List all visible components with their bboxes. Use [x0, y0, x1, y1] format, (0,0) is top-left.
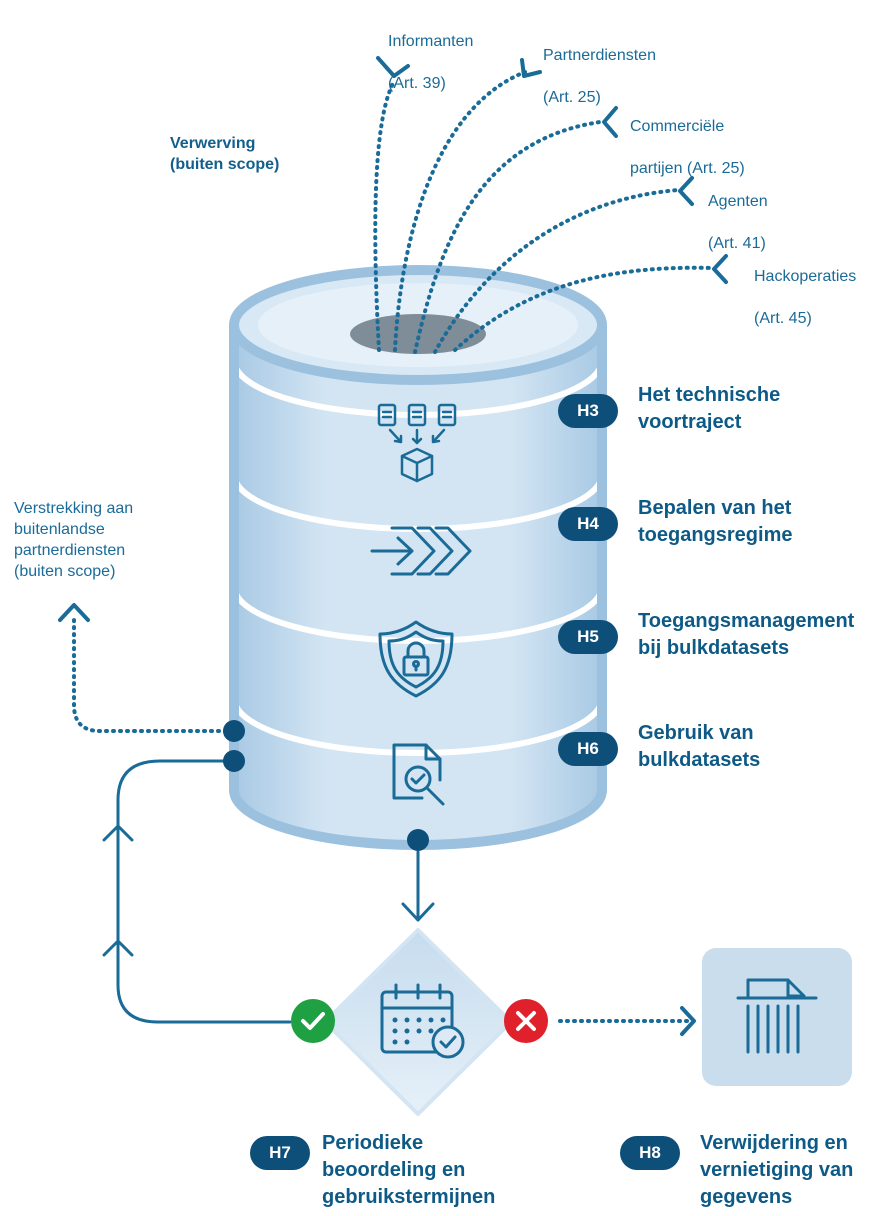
source-partnerdiensten-name: Partnerdiensten — [543, 47, 656, 64]
source-label-hackoperaties: Hackoperaties (Art. 45) — [754, 245, 856, 329]
arrowhead-commerciele — [602, 106, 618, 138]
badge-h3: H3 — [558, 394, 618, 428]
line-partnerdiensten — [393, 70, 527, 352]
arrowhead-partnerdiensten — [520, 58, 542, 78]
source-informanten-article: (Art. 39) — [388, 75, 446, 92]
badge-h6: H6 — [558, 732, 618, 766]
review-arrow — [401, 850, 435, 922]
database-cylinder — [229, 265, 607, 850]
chapter-title-h3: Het technische voortraject — [638, 384, 781, 433]
badge-h4: H4 — [558, 507, 618, 541]
badge-h7: H7 — [250, 1136, 310, 1170]
calendar-check-icon — [380, 983, 465, 1059]
line-hackoperaties — [453, 265, 714, 352]
document-search-icon — [392, 743, 445, 806]
line-commerciele — [413, 120, 602, 354]
source-hackoperaties-name: Hackoperaties — [754, 268, 857, 285]
cylinder-opening — [350, 314, 486, 354]
source-informanten-name: Informanten — [388, 33, 474, 50]
arrowhead-hackoperaties — [712, 254, 728, 284]
arrowhead-informanten — [376, 56, 410, 78]
chapter-title-h4: Bepalen van het toegangsregime — [638, 497, 793, 546]
cylinder-layer-h3 — [231, 359, 605, 418]
deletion-arrow — [558, 1006, 696, 1036]
foreign-partner-label: Verstrekking aan buitenlandse partnerdie… — [14, 500, 134, 580]
source-label-partnerdiensten: Partnerdiensten (Art. 25) — [543, 24, 656, 108]
badge-h8: H8 — [620, 1136, 680, 1170]
foreign-partner-dot — [223, 720, 245, 742]
reject-cross-icon — [504, 999, 548, 1043]
source-commerciele-name: Commerciële — [630, 118, 725, 135]
source-partnerdiensten-article: (Art. 25) — [543, 89, 601, 106]
chapter-title-h5: Toegangsmanagement bij bulkdatasets — [638, 610, 855, 659]
cylinder-layer-h5 — [231, 585, 605, 644]
cylinder-exit-dot — [407, 829, 429, 851]
arrowhead-agenten — [678, 176, 694, 206]
feedback-loop — [102, 759, 292, 1024]
line-agenten — [433, 188, 680, 354]
shield-lock-icon — [378, 620, 454, 698]
source-label-agenten: Agenten (Art. 41) — [708, 170, 768, 254]
access-arrows-icon — [370, 526, 472, 576]
foreign-partner-path — [58, 603, 228, 733]
chapter-title-h6: Gebruik van bulkdatasets — [638, 722, 761, 771]
chapter-title-h7: Periodieke beoordeling en gebruikstermij… — [322, 1132, 496, 1208]
files-to-box-icon — [377, 403, 457, 483]
source-hackoperaties-article: (Art. 45) — [754, 310, 812, 327]
shredder-icon — [736, 978, 818, 1054]
chapter-title-h8: Verwijdering en vernietiging van gegeven… — [700, 1132, 854, 1208]
source-arrowheads — [376, 56, 728, 284]
source-agenten-name: Agenten — [708, 193, 768, 210]
source-commerciele-article: partijen (Art. 25) — [630, 160, 745, 177]
line-informanten — [373, 78, 397, 352]
shredder-box — [702, 948, 852, 1086]
source-label-commerciele: Commerciële partijen (Art. 25) — [630, 95, 745, 179]
source-lines — [373, 70, 714, 354]
source-agenten-article: (Art. 41) — [708, 235, 766, 252]
badge-h5: H5 — [558, 620, 618, 654]
cylinder-layer-h6 — [231, 697, 605, 845]
feedback-dot — [223, 750, 245, 772]
acquisition-label: Verwerving (buiten scope) — [170, 135, 280, 173]
source-label-informanten: Informanten (Art. 39) — [388, 10, 473, 94]
approve-check-icon — [291, 999, 335, 1043]
